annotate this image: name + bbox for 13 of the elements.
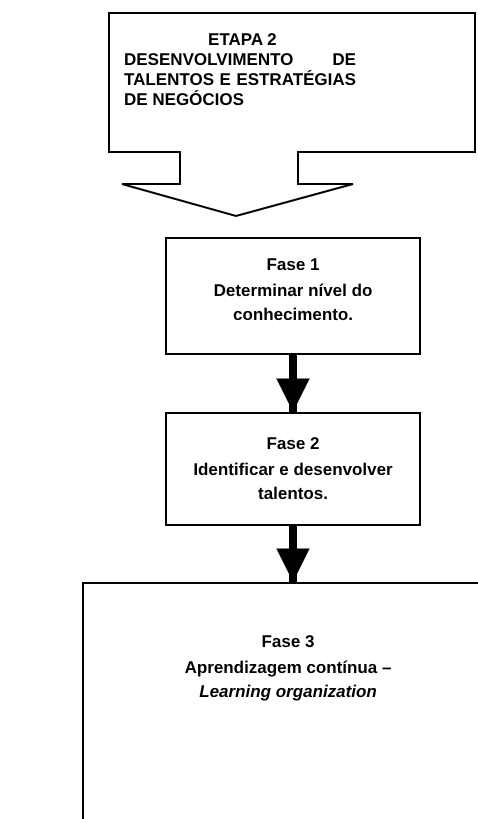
body-text: Aprendizagem contínua – Learning organization <box>184 657 392 703</box>
heading-text: Fase 3 <box>260 632 316 652</box>
body-text: DESENVOLVIMENTO DE TALENTOS E ESTRATÉGIAS DE NEGÓCIOS <box>124 50 356 110</box>
heading-text: ETAPA 2 <box>207 30 277 50</box>
process-box <box>165 412 421 526</box>
body-text: Identificar e desenvolver talentos. <box>192 459 394 505</box>
process-box <box>165 237 421 355</box>
heading-text: Fase 2 <box>266 434 320 454</box>
body-text: Determinar nível do conhecimento. <box>212 280 374 326</box>
arrow <box>276 355 310 412</box>
heading-text: Fase 1 <box>266 255 320 275</box>
process-box <box>82 582 478 819</box>
arrow <box>276 526 310 582</box>
